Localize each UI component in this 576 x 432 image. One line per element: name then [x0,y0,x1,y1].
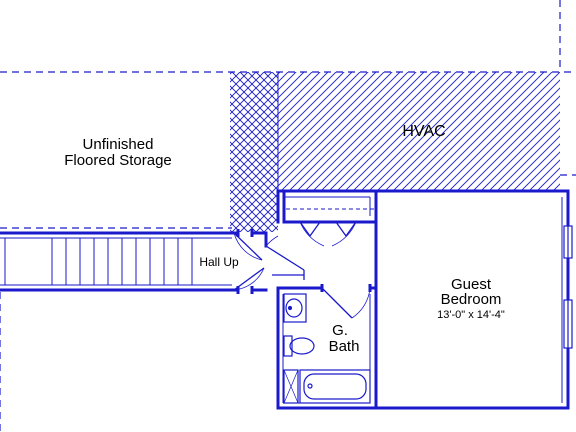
room-labels: Unfinished Floored Storage HVAC Hall Up … [64,123,505,355]
hvac-label: HVAC [402,123,445,140]
bath-label-line2: Bath [329,338,360,355]
windows [563,225,573,349]
bathtub-icon [299,369,371,404]
bath-fixtures [283,293,371,404]
doors [233,221,371,319]
bedroom-label-line1: Guest [451,276,492,293]
storage-label-line2: Floored Storage [64,152,172,169]
bedroom-label-line2: Bedroom [441,291,502,308]
stair-treads [51,238,193,285]
bedroom-dimensions: 13'-0" x 14'-4" [437,309,505,321]
toilet-icon [283,335,315,357]
chase-crosshatch [230,72,278,232]
storage-label-line1: Unfinished [83,136,154,153]
jambs [236,229,372,294]
inner-wall-lines [0,196,563,404]
linen-cabinet [283,369,299,404]
sink-icon [283,293,307,323]
hall-label: Hall Up [199,255,239,269]
bath-label-line1: G. [332,322,348,339]
walls [0,189,570,410]
hvac-hatch [278,72,560,191]
